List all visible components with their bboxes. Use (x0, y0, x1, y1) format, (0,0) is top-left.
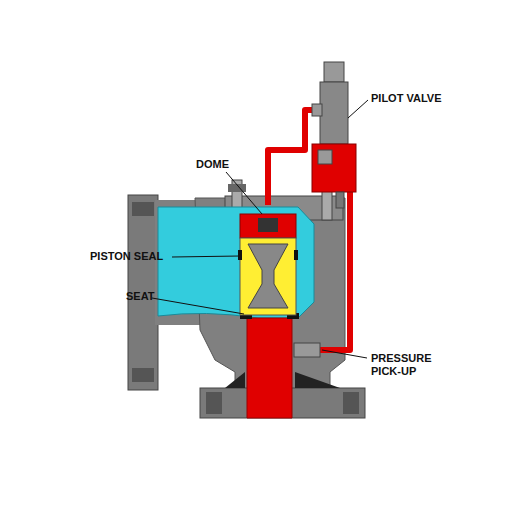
pickup-fitting (294, 343, 320, 357)
piston-seal-ring (238, 250, 242, 260)
piston-seal-ring (294, 250, 298, 260)
inlet-bore (247, 318, 292, 418)
piston (238, 238, 298, 315)
pilot-valve (312, 62, 356, 208)
part-label: PILOT VALVE (371, 92, 481, 105)
dome (240, 214, 296, 238)
outlet-bore (158, 207, 314, 318)
part-label: PRESSURE PICK-UP (371, 352, 451, 378)
leader-lines (152, 100, 368, 358)
part-label: DOME (196, 158, 256, 171)
dome-bolt (258, 218, 278, 232)
part-label: PISTON SEAL (90, 250, 180, 263)
part-label: SEAT (126, 290, 186, 303)
